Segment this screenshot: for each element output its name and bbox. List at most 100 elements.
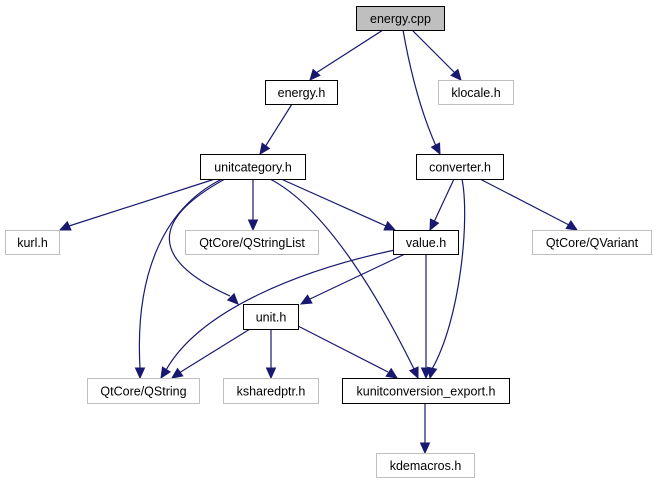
node-energy-h[interactable]: energy.h [265,80,338,105]
node-unitcategory-h[interactable]: unitcategory.h [200,154,306,180]
node-box [532,230,652,255]
arrowhead-icon [385,367,399,379]
edge-line [269,178,415,370]
arrowhead-icon [265,367,277,380]
node-label: value.h [406,236,446,250]
node-box [356,6,445,31]
node-box [342,378,510,404]
arrowhead-icon [309,68,321,81]
node-label: energy.h [278,86,326,100]
node-label: energy.cpp [370,12,431,26]
edge-line [479,178,570,226]
node-box [438,80,514,105]
node-box [243,304,299,330]
edge-unit-h-to-ksharedptr-h [265,329,277,380]
arrowhead-icon [450,68,462,81]
node-qstring: QtCore/QString [87,378,200,404]
edge-line [433,178,455,223]
arrowhead-icon [247,219,259,232]
edge-line [168,178,231,297]
arrowhead-icon [565,219,579,231]
arrowhead-icon [160,366,172,380]
arrowhead-icon [429,218,440,232]
node-box [376,453,475,478]
node-label: QtCore/QString [100,385,186,399]
arrowhead-icon [259,142,271,155]
edge-value-h-to-qstring [160,249,396,380]
edge-energy-cpp-to-converter-h [402,29,441,156]
edge-value-h-to-kunitconversion-export-h [420,254,432,380]
node-label: converter.h [429,161,491,175]
edge-line [315,29,384,74]
node-label: klocale.h [451,86,500,100]
edge-line [297,325,389,373]
node-box [87,378,200,404]
node-label: unitcategory.h [214,161,292,175]
node-unit-h[interactable]: unit.h [243,304,299,330]
node-box [5,230,60,255]
node-ksharedptr-h: ksharedptr.h [223,378,319,404]
nodes-layer: energy.cpp energy.h klocale.h unitcategory.… [5,6,652,478]
edge-unitcategory-h-to-unit-h [168,178,239,305]
edge-unit-h-to-qstring [171,328,251,379]
edge-energy-h-to-unitcategory-h [259,103,293,155]
arrowhead-icon [408,366,419,380]
node-label: unit.h [256,311,287,325]
node-kurl-h: kurl.h [5,230,60,255]
edge-unitcategory-h-to-qstring [134,178,223,380]
edge-unitcategory-h-to-kurl-h [58,178,216,231]
edge-line [309,253,406,300]
edge-line [264,103,293,148]
edge-unit-h-to-kunitconversion-export-h [297,325,399,379]
node-kunitconversion-export-h[interactable]: kunitconversion_export.h [342,378,510,404]
node-box [223,378,319,404]
edge-converter-h-to-qvariant [479,178,579,231]
node-box [200,154,306,180]
node-kdemacros-h: kdemacros.h [376,453,475,478]
node-box [416,154,504,180]
arrowhead-icon [58,220,72,231]
node-klocale-h: klocale.h [438,80,514,105]
edge-unitcategory-h-to-kunitconversion-export-h [269,178,419,380]
edge-line [402,29,437,147]
edge-value-h-to-unit-h [299,253,406,305]
edge-energy-cpp-to-energy-h [309,29,384,81]
node-box [393,230,459,255]
edge-kunitconversion-export-h-to-kdemacros-h [419,403,431,455]
node-box [265,80,338,105]
node-value-h[interactable]: value.h [393,230,459,255]
node-converter-h[interactable]: converter.h [416,154,504,180]
node-box [185,230,319,255]
arrowhead-icon [134,367,146,380]
arrowhead-icon [420,367,432,380]
node-label: QtCore/QStringList [199,236,305,250]
arrowhead-icon [419,442,431,455]
node-label: ksharedptr.h [237,385,306,399]
node-qstringlist: QtCore/QStringList [185,230,319,255]
edge-line [138,178,223,369]
edge-unitcategory-h-to-qstringlist [247,179,259,232]
edge-line [431,178,466,370]
arrowhead-icon [383,220,397,231]
node-label: QtCore/QVariant [546,236,639,250]
arrowhead-icon [299,294,313,305]
edge-line [68,178,216,227]
edges-layer [58,29,579,455]
edge-line [178,328,251,374]
arrowhead-icon [430,142,441,156]
node-energy-cpp[interactable]: energy.cpp [356,6,445,31]
edge-line [280,178,387,227]
node-label: kunitconversion_export.h [357,385,496,399]
edge-unitcategory-h-to-value-h [280,178,397,231]
node-qvariant: QtCore/QVariant [532,230,652,255]
arrowhead-icon [226,292,239,305]
edge-energy-cpp-to-klocale-h [411,29,462,81]
node-label: kurl.h [17,236,48,250]
arrowhead-icon [171,367,184,379]
edge-converter-h-to-value-h [429,178,455,232]
edge-line [411,29,456,74]
node-label: kdemacros.h [390,459,462,473]
edge-line [165,249,396,371]
edge-converter-h-to-kunitconversion-export-h [427,178,466,380]
